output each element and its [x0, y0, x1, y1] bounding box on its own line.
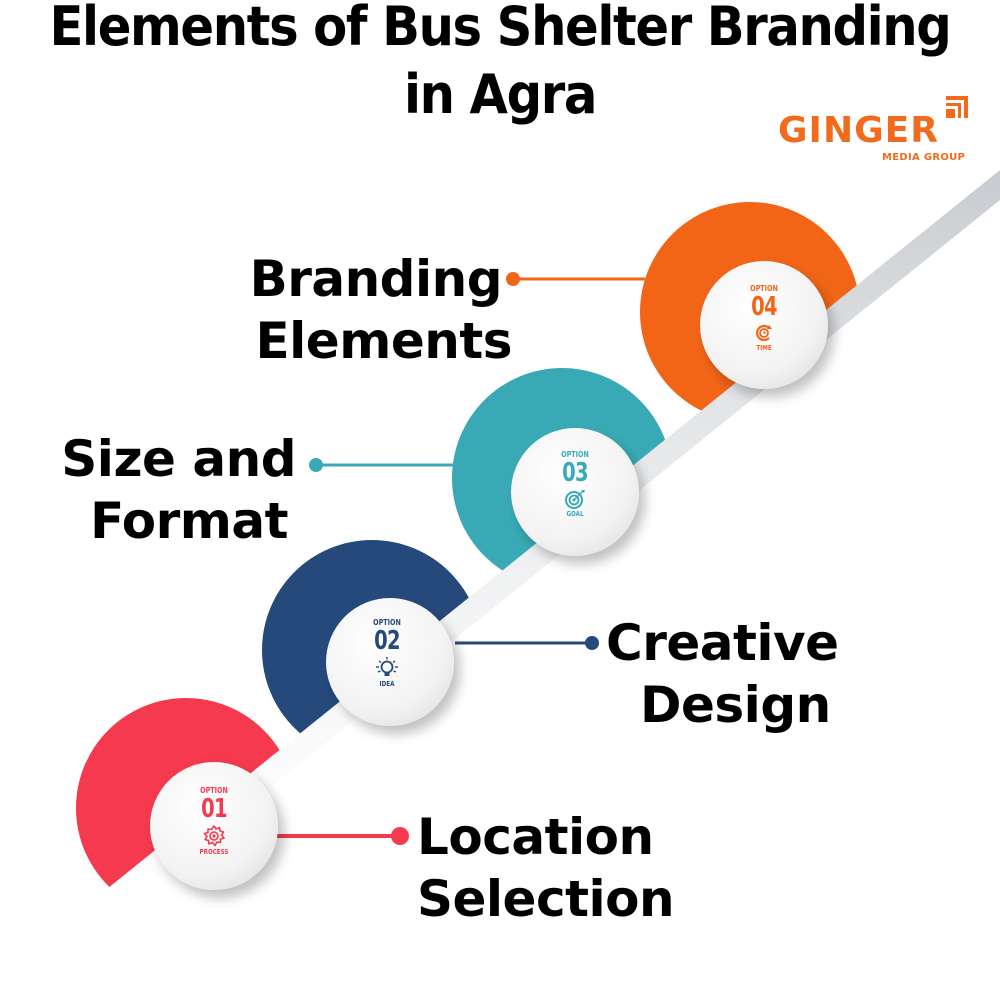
option-2-title: Creative Design [606, 612, 906, 736]
clock-icon [756, 324, 772, 342]
option-3-number: 03 [562, 458, 588, 488]
option-2-caption: IDEA [379, 680, 395, 688]
option-4-title: Branding Elements [150, 248, 513, 372]
logo-subtitle: MEDIA GROUP [882, 152, 966, 163]
option-4-badge: OPTION 04 TIME [704, 284, 824, 352]
option-3-label: OPTION [561, 450, 589, 459]
option-1-label: OPTION [200, 786, 228, 795]
connector-dot-4 [506, 272, 520, 286]
page-title-line-1: Elements of Bus Shelter Branding [49, 0, 952, 58]
option-3-title-line-1: Size and [61, 430, 296, 488]
connector-dot-3 [309, 458, 323, 472]
option-3-title: Size and Format [0, 428, 296, 552]
target-icon [565, 490, 585, 509]
option-3-caption: GOAL [566, 510, 584, 518]
option-4-caption: TIME [756, 344, 772, 352]
option-3-title-line-2: Format [90, 492, 288, 550]
option-1-number: 01 [201, 794, 227, 824]
connector-dot-2 [585, 636, 599, 650]
option-3-badge: OPTION 03 GOAL [515, 450, 635, 518]
option-1-title-line-2: Selection [417, 870, 675, 928]
option-1-title-line-1: Location [417, 808, 654, 866]
gear-icon [203, 825, 225, 847]
option-2-title-line-1: Creative [606, 614, 839, 672]
option-1-badge: OPTION 01 PROCESS [154, 786, 274, 856]
option-2-number: 02 [374, 626, 400, 656]
lightbulb-icon [376, 657, 398, 676]
option-4-label: OPTION [750, 284, 778, 293]
option-1-caption: PROCESS [199, 848, 229, 856]
logo-wordmark: GINGER [778, 110, 939, 151]
page-title-line-2: in Agra [403, 63, 597, 126]
ginger-logo: GINGER MEDIA GROUP [778, 92, 978, 172]
option-1-title: Location Selection [417, 806, 737, 930]
option-4-title-line-1: Branding [249, 250, 503, 308]
option-2-badge: OPTION 02 IDEA [327, 618, 447, 688]
option-2-title-line-2: Design [640, 676, 831, 734]
option-4-title-line-2: Elements [255, 312, 513, 370]
connector-dot-1 [391, 827, 409, 845]
option-2-label: OPTION [373, 618, 401, 627]
option-4-number: 04 [751, 292, 777, 322]
logo-mark-icon [946, 96, 968, 118]
